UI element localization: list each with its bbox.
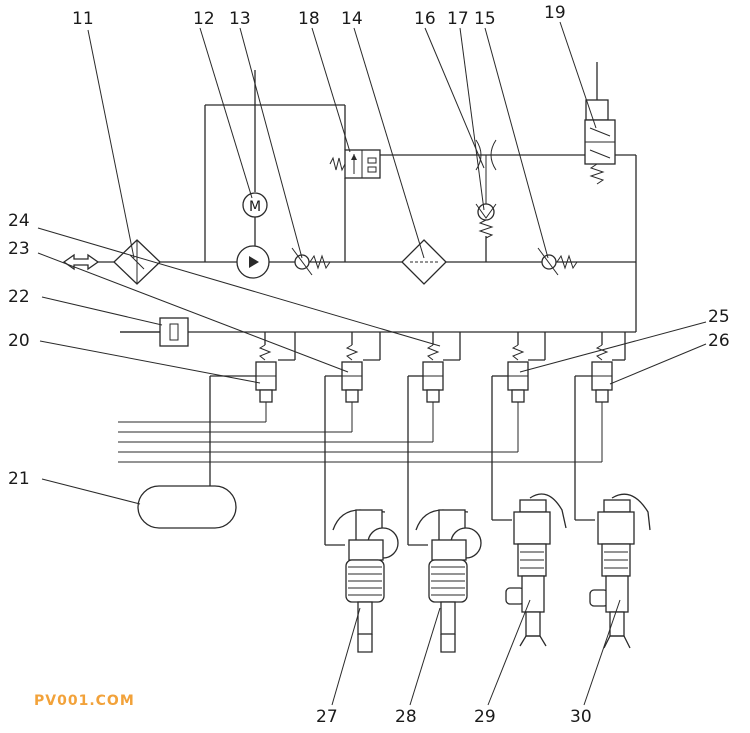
label-23: 23 bbox=[8, 239, 30, 259]
label-21: 21 bbox=[8, 469, 30, 489]
label-29: 29 bbox=[474, 707, 496, 727]
throttle-16 bbox=[475, 139, 497, 239]
wiring bbox=[118, 402, 603, 463]
watermark: PV001.COM bbox=[34, 693, 135, 709]
strut-28 bbox=[415, 509, 482, 653]
pump bbox=[236, 245, 270, 279]
label-28: 28 bbox=[395, 707, 417, 727]
label-14: 14 bbox=[341, 9, 363, 29]
label-15: 15 bbox=[474, 9, 496, 29]
pipes bbox=[209, 375, 595, 546]
label-17: 17 bbox=[447, 9, 469, 29]
valve-19 bbox=[584, 99, 616, 185]
label-19: 19 bbox=[544, 3, 566, 23]
label-20: 20 bbox=[8, 331, 30, 351]
label-27: 27 bbox=[316, 707, 338, 727]
motor-12: M bbox=[242, 192, 268, 249]
valve-26 bbox=[591, 332, 626, 403]
solenoid-valves bbox=[255, 332, 626, 403]
valve-23 bbox=[341, 332, 381, 403]
main-lines bbox=[95, 62, 637, 333]
check-valve-15 bbox=[537, 247, 578, 276]
label-22: 22 bbox=[8, 287, 30, 307]
label-26: 26 bbox=[708, 331, 730, 351]
filter-11 bbox=[62, 239, 161, 285]
valve-18 bbox=[329, 149, 381, 179]
check-valve-13 bbox=[291, 247, 331, 276]
motor-symbol: M bbox=[249, 199, 261, 215]
filter-14 bbox=[401, 239, 447, 285]
label-24: 24 bbox=[8, 211, 30, 231]
valve-20 bbox=[255, 332, 296, 403]
label-30: 30 bbox=[570, 707, 592, 727]
tank-21 bbox=[137, 485, 237, 529]
leader-lines bbox=[37, 21, 707, 706]
valve-22 bbox=[120, 317, 189, 347]
label-25: 25 bbox=[708, 307, 730, 327]
strut-27 bbox=[332, 509, 399, 653]
label-12: 12 bbox=[193, 9, 215, 29]
label-16: 16 bbox=[414, 9, 436, 29]
strut-30 bbox=[589, 493, 651, 649]
valve-24 bbox=[422, 332, 461, 403]
label-13: 13 bbox=[229, 9, 251, 29]
label-18: 18 bbox=[298, 9, 320, 29]
label-11: 11 bbox=[72, 9, 94, 29]
labels: 11 12 13 18 14 16 17 15 19 24 23 22 20 2… bbox=[8, 3, 730, 727]
strut-29 bbox=[505, 493, 567, 647]
